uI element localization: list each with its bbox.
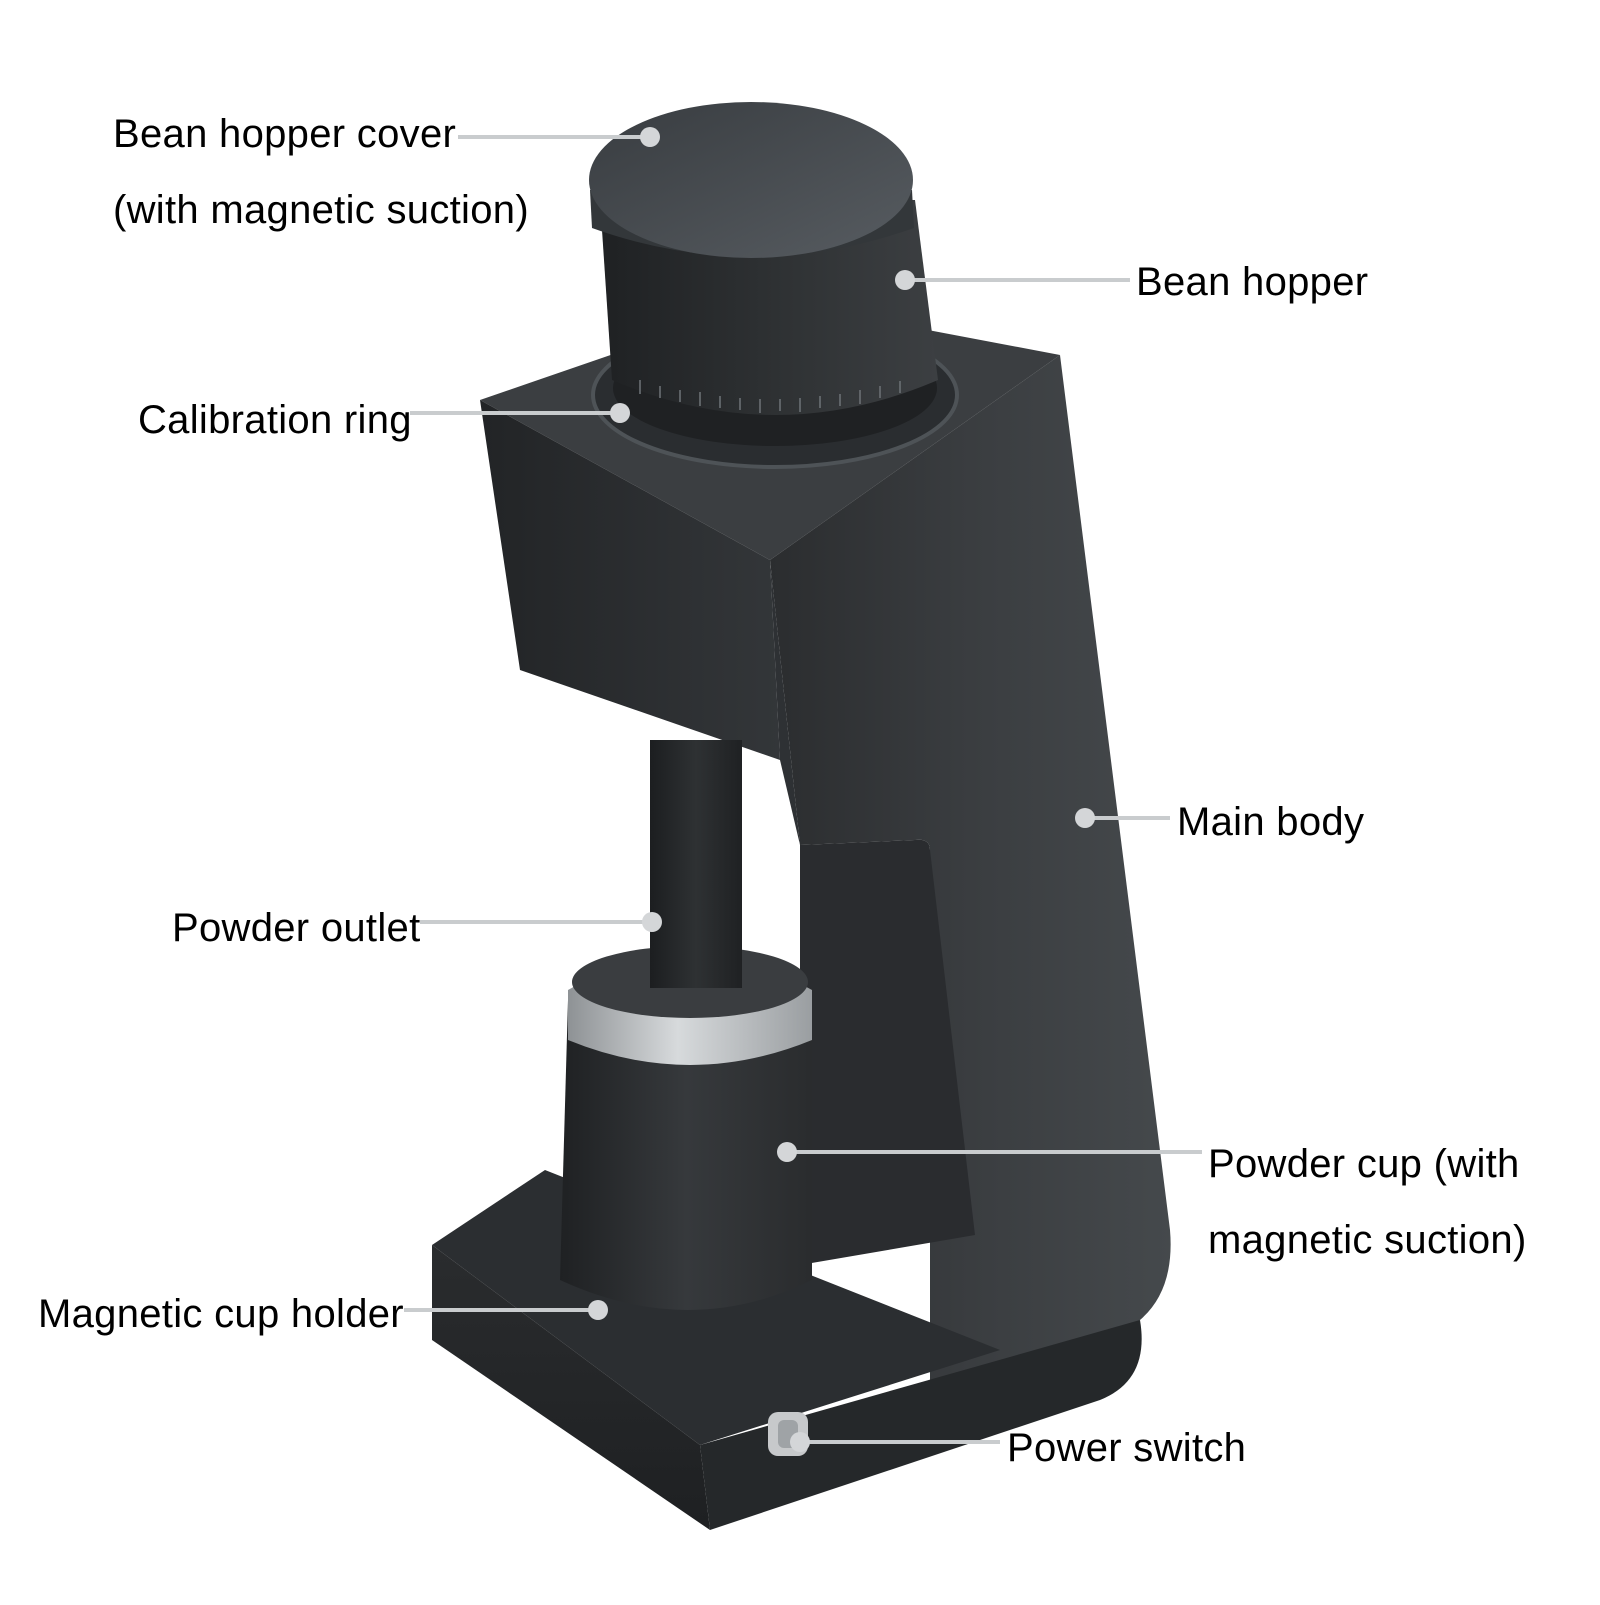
label-power-switch: Power switch — [1007, 1410, 1246, 1486]
label-powder-outlet: Powder outlet — [172, 890, 421, 966]
label-bean-hopper: Bean hopper — [1136, 244, 1368, 320]
powder-outlet-tip — [650, 940, 742, 988]
label-line: Main body — [1177, 800, 1365, 844]
label-line: Bean hopper cover — [113, 112, 457, 156]
label-powder-cup: Powder cup (with magnetic suction) — [1208, 1126, 1527, 1278]
label-line: Power switch — [1007, 1426, 1247, 1470]
base-front-face — [700, 1320, 1142, 1530]
label-line: Powder outlet — [172, 906, 421, 950]
label-line: Bean hopper — [1136, 260, 1369, 304]
dot-calibration-ring — [610, 403, 630, 423]
base-left-face — [432, 1245, 710, 1530]
bean-hopper-shape — [600, 200, 938, 415]
main-body-inner — [800, 839, 975, 1265]
label-line: Powder cup (with — [1208, 1142, 1520, 1186]
dot-bean-hopper — [895, 270, 915, 290]
hopper-cover-shape — [589, 102, 913, 258]
leader-dots — [588, 127, 1095, 1452]
label-cup-holder: Magnetic cup holder — [38, 1276, 404, 1352]
head-left-face — [480, 400, 780, 760]
label-line: (with magnetic suction) — [113, 188, 529, 232]
leader-lines — [404, 135, 1202, 1444]
powder-cup-shape — [560, 1000, 812, 1310]
main-body-shape — [770, 355, 1171, 1440]
label-line: Magnetic cup holder — [38, 1292, 404, 1336]
label-hopper-cover: Bean hopper cover (with magnetic suction… — [113, 96, 529, 248]
dot-powder-outlet — [642, 912, 662, 932]
dot-cup-holder — [588, 1300, 608, 1320]
label-line: Calibration ring — [138, 398, 412, 442]
head-front-face — [770, 560, 800, 845]
label-calibration-ring: Calibration ring — [138, 382, 412, 458]
dot-power-switch — [790, 1432, 810, 1452]
calibration-scale — [639, 380, 901, 413]
dot-powder-cup — [777, 1142, 797, 1162]
dot-main-body — [1075, 808, 1095, 828]
dot-hopper-cover — [640, 127, 660, 147]
label-line: magnetic suction) — [1208, 1218, 1527, 1262]
label-main-body: Main body — [1177, 784, 1364, 860]
